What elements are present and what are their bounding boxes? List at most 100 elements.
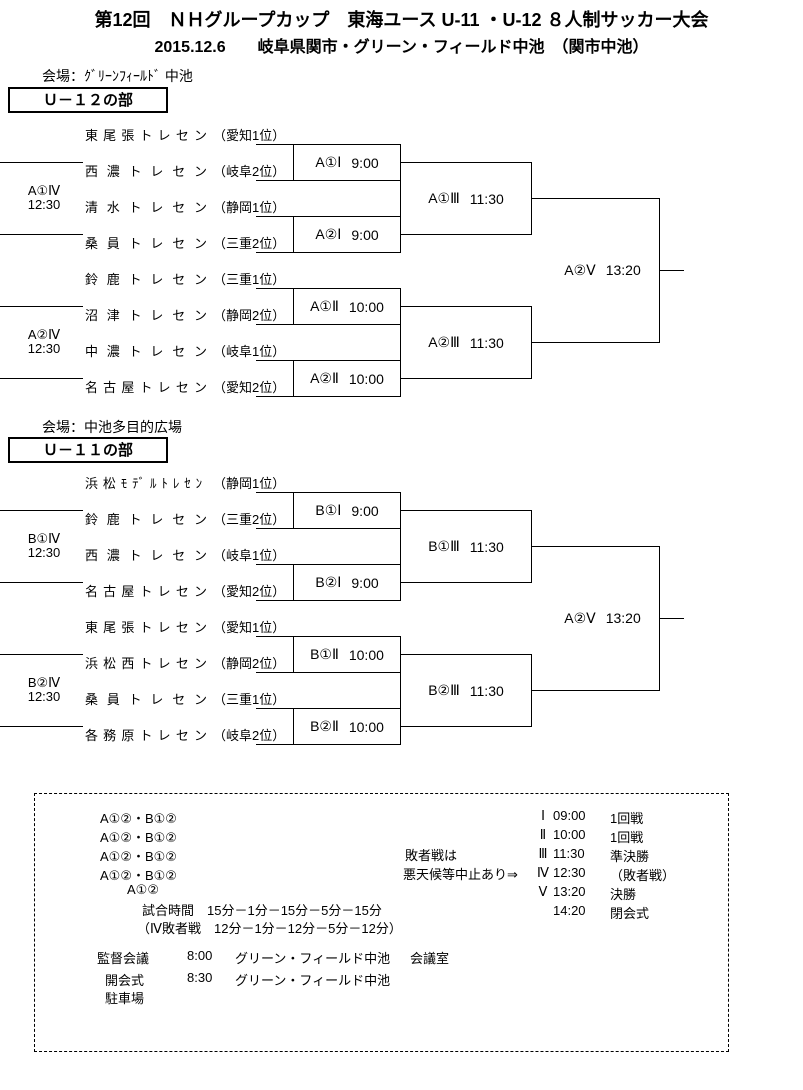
event-label: 駐車場 [105,991,145,1006]
bracket-line [256,600,293,601]
match-time: 11:30 [469,682,504,699]
final-winner-line [659,270,684,271]
final-line [531,198,659,199]
team-row: 西濃トレセン （岐阜1位） [85,545,286,563]
team-name: 西濃トレセン [85,548,207,563]
match-code: B②Ⅱ [310,718,339,734]
schedule-time: 10:00 [553,827,586,842]
team-seed: （静岡1位） [213,476,286,491]
team-name: 鈴鹿トレセン [85,512,207,527]
group-line: A①②・B①② [100,811,177,826]
bracket-line [256,216,293,217]
match-box: B①Ⅱ 10:00 [293,636,401,673]
team-row: 東尾張トレセン（愛知1位） [85,617,285,635]
match-time: 10:00 [348,298,384,315]
team-name: 名古屋トレセン [85,380,207,395]
schedule-numeral: Ⅰ [541,808,545,823]
team-seed: （静岡2位） [213,308,286,323]
match-code: B①Ⅱ [310,646,339,662]
match-time: 11:30 [469,538,504,555]
consolation-line [0,306,83,307]
group-line-last: A①② [127,882,159,897]
consolation-code: A①Ⅳ [27,183,61,198]
consolation-code: B②Ⅳ [27,675,61,690]
final-line [531,342,659,343]
page-title: 第12回 ＮＨグループカップ 東海ユース U-11 ・U-12 ８人制サッカー大… [94,10,709,30]
event-place: グリーン・フィールド中池 [235,951,391,966]
team-row: 沼津トレセン（静岡2位） [85,305,286,323]
team-name: 浜松ﾓﾃﾞﾙﾄﾚｾﾝ [85,476,207,491]
team-row: 桑員トレセン（三重1位） [85,689,286,707]
team-name: 東尾張トレセン [85,128,207,143]
team-row: 各務原トレセン（岐阜2位） [85,725,285,743]
bracket-line [256,744,293,745]
bracket-line [256,528,293,529]
schedule-time: 14:20 [553,903,586,918]
venue-label-u12: 会場：ｸﾞﾘｰﾝﾌｨｰﾙﾄﾞ 中池 [42,68,193,84]
event-label: 開会式 [105,973,145,988]
consolation-line [0,378,83,379]
match-time: 10:00 [348,370,384,387]
bracket-line [256,672,293,673]
team-seed: （岐阜1位） [213,344,286,359]
final-line [531,546,659,547]
match-time: 13:20 [605,610,641,626]
consolation-time: 12:30 [27,545,61,560]
schedule-time: 11:30 [553,846,585,861]
team-row: 名古屋トレセン（愛知2位） [85,581,285,599]
schedule-label: 1回戦 [610,811,644,826]
event-place: グリーン・フィールド中池 [235,973,391,988]
venue-label-u11: 会場：中池多目的広場 [42,419,182,435]
match-time: 9:00 [351,574,379,591]
schedule-numeral: Ⅳ [537,865,549,880]
match-time: 9:00 [351,502,379,519]
team-seed: （岐阜1位） [213,548,286,563]
match-time: 10:00 [348,646,384,663]
bracket-line [256,636,293,637]
schedule-time: 13:20 [553,884,586,899]
team-row: 中濃トレセン （岐阜1位） [85,341,286,359]
consolation-code: B①Ⅳ [27,531,61,546]
team-row: 桑員トレセン（三重2位） [85,233,286,251]
team-seed: （三重2位） [213,236,286,251]
final-label: A②Ⅴ 13:20 [540,262,665,279]
team-name: 中濃トレセン [85,344,207,359]
bracket-line [256,324,293,325]
schedule-label: 閉会式 [610,906,650,921]
final-winner-line [659,618,684,619]
match-code: A②Ⅴ [564,262,596,278]
schedule-time: 12:30 [553,865,586,880]
bracket-line [256,492,293,493]
bracket-line [256,288,293,289]
consolation-time: 12:30 [27,341,61,356]
loser-note-line2: 悪天候等中止あり⇒ [403,867,518,882]
consolation-line [0,162,83,163]
info-box-border [34,793,729,1052]
bracket-line [256,180,293,181]
bracket-line [256,708,293,709]
match-code: A①Ⅰ [315,154,342,170]
team-row: 名古屋トレセン（愛知2位） [85,377,285,395]
team-seed: （愛知1位） [213,128,286,143]
consolation-code: A②Ⅳ [27,327,61,342]
match-time: 13:20 [605,262,641,278]
match-time: 11:30 [469,190,504,207]
match-code: A①Ⅱ [310,298,339,314]
team-row: 鈴鹿トレセン（三重2位） [85,509,285,527]
consolation-line [0,654,83,655]
event-time: 8:00 [187,948,213,963]
match-time: 9:00 [351,226,379,243]
consolation-time: 12:30 [27,197,61,212]
team-row: 鈴鹿トレセン（三重1位） [85,269,285,287]
team-seed: （三重1位） [213,692,286,707]
